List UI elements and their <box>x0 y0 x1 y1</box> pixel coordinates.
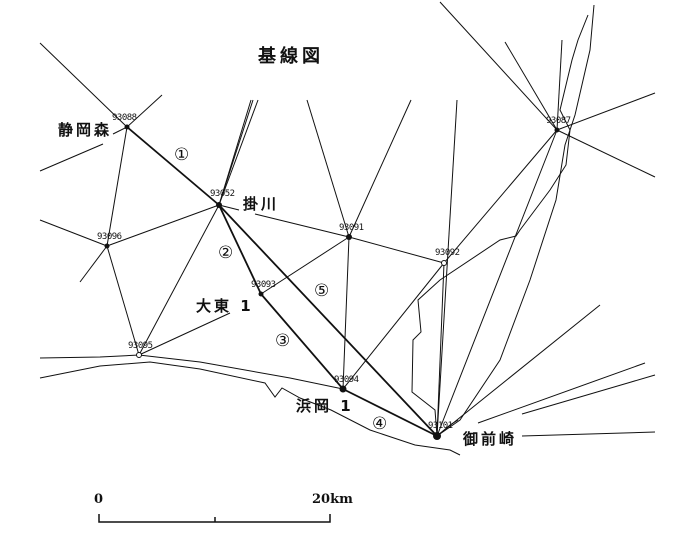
station-id: 93094 <box>334 375 359 385</box>
scale-end-label: 20km <box>312 492 353 507</box>
station-id: 93052 <box>210 189 235 199</box>
station-name: 静岡森 <box>58 121 113 139</box>
station-id: 93101 <box>428 421 453 431</box>
station-id: 93092 <box>435 248 460 258</box>
baseline-label: ④ <box>372 414 388 434</box>
baseline-label: ① <box>174 145 190 165</box>
coastline <box>39 4 595 456</box>
station-id: 93096 <box>97 232 122 242</box>
scale-start-label: 0 <box>94 492 104 507</box>
baseline-label: ⑤ <box>314 281 330 301</box>
baseline-label: ③ <box>275 331 291 351</box>
observation-lines <box>39 1 656 437</box>
baseline-label: ② <box>218 243 234 263</box>
station-name: 掛川 <box>243 195 280 213</box>
station-id: 93087 <box>546 116 571 126</box>
station-name: 御前崎 <box>463 430 518 448</box>
station-id: 93091 <box>339 223 364 233</box>
station-id: 93088 <box>112 113 137 123</box>
diagram-title: 基線図 <box>258 46 324 67</box>
scale-bar <box>98 514 331 523</box>
station-id: 93093 <box>251 280 276 290</box>
station-name: 大東 1 <box>196 297 254 315</box>
station-name: 浜岡 1 <box>296 397 354 415</box>
station-id: 93095 <box>128 341 153 351</box>
station-markers <box>104 124 560 440</box>
baselines <box>126 126 438 437</box>
